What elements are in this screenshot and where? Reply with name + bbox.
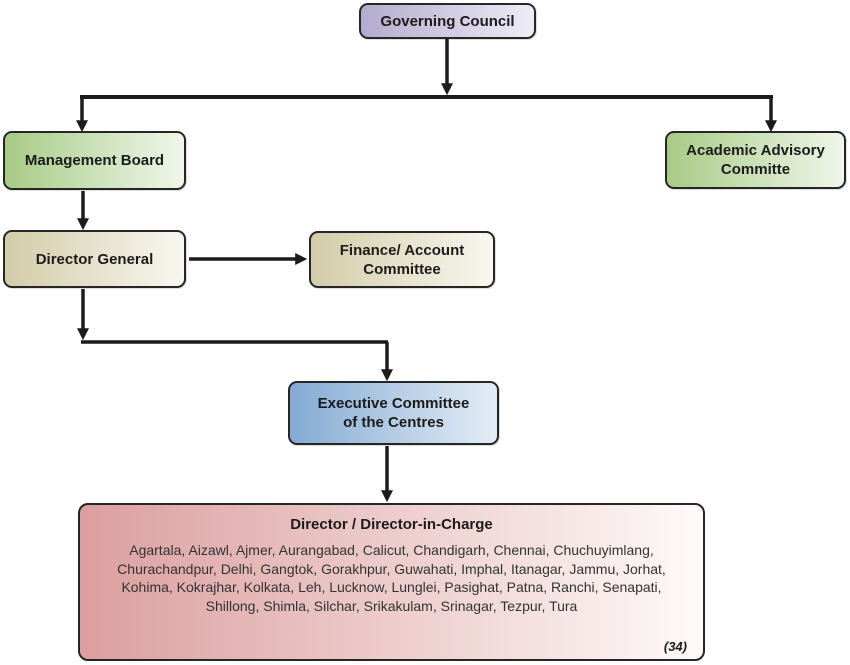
node-governing-council: Governing Council (359, 3, 536, 39)
node-label-line2: of the Centres (343, 414, 444, 431)
node-label-line1: Academic Advisory (686, 142, 825, 159)
node-executive-committee-of-the-centres: Executive Committee of the Centres (288, 381, 499, 445)
node-label: Director General (35, 250, 154, 268)
node-academic-advisory-committe: Academic Advisory Committe (665, 131, 846, 189)
node-label-line2: Committee (363, 260, 441, 278)
node-director-general: Director General (3, 230, 186, 288)
directors-centres-list: Agartala, Aizawl, Ajmer, Aurangabad, Cal… (117, 542, 666, 614)
directors-title: Director / Director-in-Charge (290, 516, 493, 533)
directors-count-note: (34) (663, 639, 687, 654)
node-label-line1: Executive Committee (317, 395, 470, 412)
node-label: Governing Council (380, 12, 515, 30)
node-label-line1: Finance/ Account (339, 241, 465, 259)
node-director-in-charge: Director / Director-in-Charge Agartala, … (78, 503, 705, 661)
node-label-line2: Committe (720, 161, 791, 178)
node-finance-account-committee: Finance/ Account Committee (309, 231, 495, 288)
node-management-board: Management Board (3, 131, 186, 190)
node-label: Management Board (24, 152, 165, 169)
